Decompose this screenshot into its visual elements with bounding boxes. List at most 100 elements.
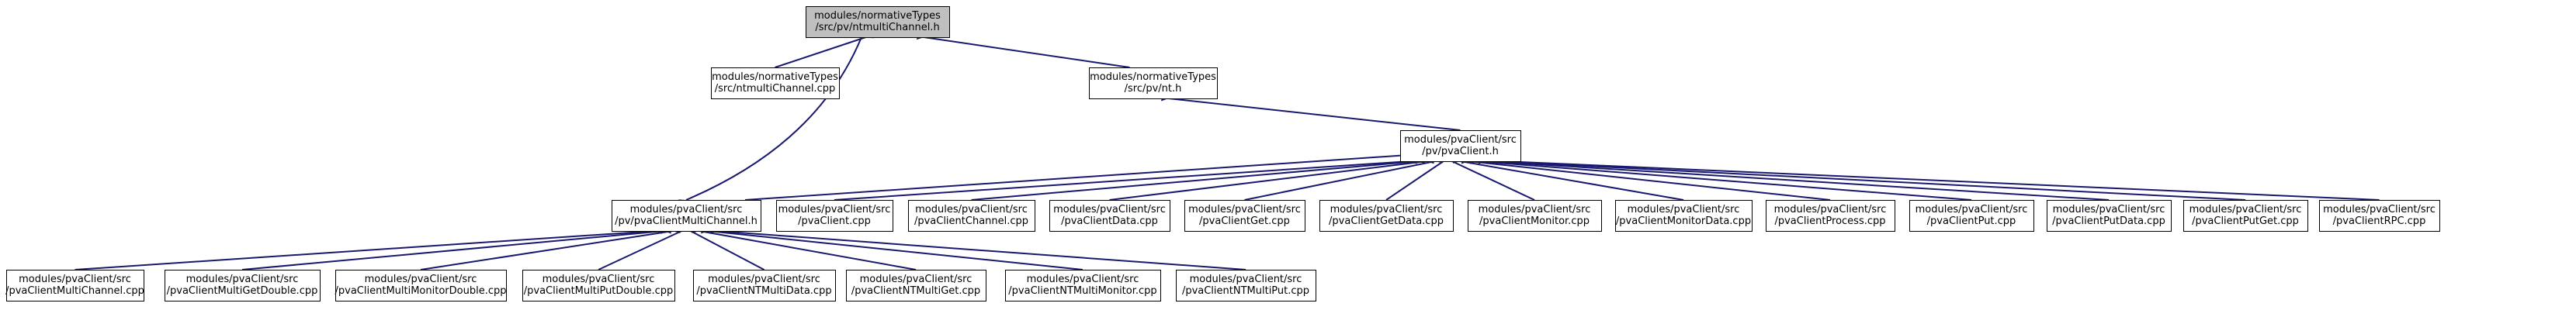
node-box	[2047, 200, 2172, 232]
node-box	[1766, 200, 1895, 232]
edge-pvamc_h-to-pvamgd_cpp	[241, 226, 671, 270]
node-pvantmm_cpp[interactable]: modules/pvaClient/src/pvaClientNTMultiMo…	[1005, 270, 1161, 301]
node-pvac_cpp[interactable]: modules/pvaClient/src/pvaClient.cpp	[776, 200, 893, 232]
edge-pvac_h-to-pvaputget_cpp	[1486, 157, 2246, 201]
node-label-line: /pvaClientPutData.cpp	[2052, 215, 2165, 227]
node-label-line: modules/pvaClient/src	[1027, 274, 1139, 285]
node-label-line: modules/pvaClient/src	[860, 274, 973, 285]
node-pvach_cpp[interactable]: modules/pvaClient/src/pvaClientChannel.c…	[908, 200, 1035, 232]
edge-pvac_h-to-pvadata_cpp	[1109, 157, 1434, 201]
node-label-line: modules/normativeTypes	[712, 71, 838, 83]
node-box	[335, 270, 507, 301]
node-label-line: modules/pvaClient/src	[543, 274, 655, 285]
node-label-line: /pvaClientNTMultiPut.cpp	[1182, 285, 1309, 297]
node-pvantmg_cpp[interactable]: modules/pvaClient/src/pvaClientNTMultiGe…	[846, 270, 986, 301]
node-nt_h[interactable]: modules/normativeTypes/src/pv/nt.h	[1089, 67, 1218, 99]
node-pvaputdata_cpp[interactable]: modules/pvaClient/src/pvaClientPutData.c…	[2047, 200, 2172, 232]
node-label-line: /pvaClientNTMultiGet.cpp	[851, 285, 980, 297]
edge-pvac_h-to-pvaput_cpp	[1469, 157, 1972, 201]
node-label-line: modules/pvaClient/src	[630, 204, 743, 215]
node-label-line: /pvaClientRPC.cpp	[2333, 215, 2426, 227]
node-label-line: modules/pvaClient/src	[1774, 204, 1887, 215]
edge-pvac_h-to-pvarpc_cpp	[1495, 157, 2380, 201]
node-label-line: /pvaClientPut.cpp	[1927, 215, 2016, 227]
node-pvantmp_cpp[interactable]: modules/pvaClient/src/pvaClientNTMultiPu…	[1176, 270, 1316, 301]
node-label-line: modules/pvaClient/src	[1628, 204, 1740, 215]
node-pvamgd_cpp[interactable]: modules/pvaClient/src/pvaClientMultiGetD…	[165, 270, 321, 301]
edge-pvamc_h-to-pvamc_cpp	[75, 226, 663, 270]
node-label-line: /pvaClientMultiMonitorDouble.cpp	[335, 285, 507, 297]
edge-pvac_h-to-pvaget_cpp	[1244, 156, 1443, 201]
node-box	[776, 200, 893, 232]
edge-root-to-pvamc_h	[678, 36, 862, 206]
node-label-line: modules/pvaClient/src	[1188, 204, 1301, 215]
node-pvamc_cpp[interactable]: modules/pvaClient/src/pvaClientMultiChan…	[5, 270, 144, 301]
node-pvampd_cpp[interactable]: modules/pvaClient/src/pvaClientMultiPutD…	[522, 270, 675, 301]
node-label-line: /pvaClientMultiPutDouble.cpp	[524, 285, 674, 297]
edge-pvamc_h-to-pvantmm_cpp	[701, 226, 1083, 270]
node-box	[1909, 200, 2034, 232]
edge-pvac_h-to-pvamon_cpp	[1444, 155, 1535, 201]
node-box	[522, 270, 675, 301]
node-pvaputget_cpp[interactable]: modules/pvaClient/src/pvaClientPutGet.cp…	[2183, 200, 2308, 232]
node-label-line: modules/pvaClient/src	[2053, 204, 2165, 215]
node-label-line: /pvaClientProcess.cpp	[1774, 215, 1885, 227]
node-label-line: modules/pvaClient/src	[1330, 204, 1443, 215]
node-box	[1049, 200, 1170, 232]
node-pvagetdata_cpp[interactable]: modules/pvaClient/src/pvaClientGetData.c…	[1319, 200, 1454, 232]
node-pvaproc_cpp[interactable]: modules/pvaClient/src/pvaClientProcess.c…	[1766, 200, 1895, 232]
node-label-line: modules/pvaClient/src	[365, 274, 477, 285]
edge-pvamc_h-to-pvantmg_cpp	[692, 226, 917, 270]
edges-layer	[75, 31, 2380, 270]
node-pvarpc_cpp[interactable]: modules/pvaClient/src/pvaClientRPC.cpp	[2319, 200, 2440, 232]
node-label-line: modules/pvaClient/src	[1479, 204, 1591, 215]
node-box	[1176, 270, 1316, 301]
node-label-line: /pvaClientNTMultiData.cpp	[696, 285, 831, 297]
node-label-line: /src/ntmultiChannel.cpp	[715, 83, 835, 95]
edge-pvamc_h-to-pvampd_cpp	[598, 225, 690, 270]
node-label-line: modules/pvaClient/src	[1053, 204, 1166, 215]
node-label-line: modules/pvaClient/src	[186, 274, 299, 285]
node-pvamc_h[interactable]: modules/pvaClient/src/pv/pvaClientMultiC…	[612, 200, 761, 232]
node-box	[1400, 130, 1521, 162]
node-ntmc_cpp[interactable]: modules/normativeTypes/src/ntmultiChanne…	[711, 67, 840, 99]
edge-pvamc_h-to-pvantmd_cpp	[682, 224, 764, 270]
node-box	[846, 270, 986, 301]
node-label-line: modules/normativeTypes	[1090, 71, 1216, 83]
edge-pvac_h-to-pvaputdata_cpp	[1478, 157, 2110, 201]
node-box	[1005, 270, 1161, 301]
node-label-line: /pvaClientNTMultiMonitor.cpp	[1008, 285, 1156, 297]
node-pvadata_cpp[interactable]: modules/pvaClient/src/pvaClientData.cpp	[1049, 200, 1170, 232]
node-pvac_h[interactable]: modules/pvaClient/src/pv/pvaClient.h	[1400, 130, 1521, 162]
node-label-line: /pv/pvaClientMultiChannel.h	[615, 215, 758, 227]
node-label-line: modules/pvaClient/src	[1190, 274, 1302, 285]
node-pvammd_cpp[interactable]: modules/pvaClient/src/pvaClientMultiMoni…	[335, 270, 507, 301]
node-label-line: modules/pvaClient/src	[708, 274, 820, 285]
node-label-line: /pvaClientMonitor.cpp	[1479, 215, 1590, 227]
node-label-line: /pvaClientChannel.cpp	[914, 215, 1028, 227]
edge-pvac_h-to-pvamondata_cpp	[1452, 157, 1684, 201]
edge-root-to-nt_h	[916, 33, 1130, 68]
node-box	[908, 200, 1035, 232]
node-pvamon_cpp[interactable]: modules/pvaClient/src/pvaClientMonitor.c…	[1468, 200, 1602, 232]
node-label-line: /pvaClientPutGet.cpp	[2192, 215, 2299, 227]
node-label-line: modules/pvaClient/src	[19, 274, 131, 285]
node-box	[1089, 67, 1218, 99]
edge-pvac_h-to-pvac_cpp	[834, 157, 1417, 201]
edge-pvac_h-to-pvaproc_cpp	[1461, 157, 1831, 201]
node-root[interactable]: modules/normativeTypes/src/pv/ntmultiCha…	[806, 6, 950, 38]
node-box	[165, 270, 321, 301]
nodes-layer: modules/normativeTypes/src/pv/ntmultiCha…	[5, 6, 2440, 301]
node-pvaget_cpp[interactable]: modules/pvaClient/src/pvaClientGet.cpp	[1184, 200, 1305, 232]
node-label-line: /src/pv/nt.h	[1125, 83, 1182, 95]
node-pvantmd_cpp[interactable]: modules/pvaClient/src/pvaClientNTMultiDa…	[693, 270, 836, 301]
edge-pvac_h-to-pvach_cpp	[971, 157, 1426, 201]
node-pvamondata_cpp[interactable]: modules/pvaClient/src/pvaClientMonitorDa…	[1615, 200, 1753, 232]
node-box	[1319, 200, 1454, 232]
node-pvaput_cpp[interactable]: modules/pvaClient/src/pvaClientPut.cpp	[1909, 200, 2034, 232]
node-label-line: /pvaClientMonitorData.cpp	[1616, 215, 1751, 227]
node-label-line: /pvaClientGetData.cpp	[1329, 215, 1444, 227]
node-label-line: /pvaClientMultiGetDouble.cpp	[167, 285, 318, 297]
node-box	[1184, 200, 1305, 232]
